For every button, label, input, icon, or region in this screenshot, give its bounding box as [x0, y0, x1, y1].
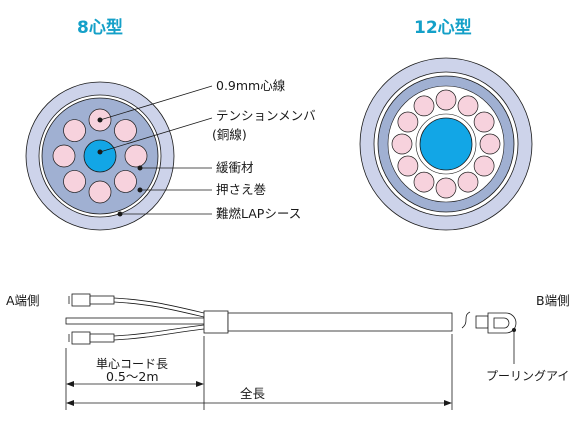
- fiber-8-core-3: [124, 144, 148, 168]
- label-tension-member: テンションメンバ: [216, 108, 316, 123]
- label-tension-member-material: (銅線): [212, 127, 247, 142]
- connector-a-top: [71, 293, 91, 307]
- fiber-12-core-2: [457, 95, 479, 117]
- leader-tension: [99, 117, 213, 153]
- tension-member-12: [419, 117, 473, 171]
- label-wrap: 押さえ巻: [216, 182, 267, 197]
- fiber-12-core-12: [413, 95, 435, 117]
- fibers-12: [391, 89, 501, 199]
- main-cable: [227, 312, 453, 332]
- connector-a-top-boot: [89, 295, 115, 305]
- label-single-cord-range: 0.5～2m: [106, 369, 159, 384]
- fiber-12-core-10: [391, 133, 413, 155]
- fiber-8-core-8: [63, 119, 86, 142]
- branch-boot: [203, 310, 229, 334]
- fiber-12-core-8: [413, 171, 435, 193]
- cross-section-8-core: 0.9mm心線 テンションメンバ (銅線) 緩衝材 押さえ巻 難燃LAPシース: [25, 78, 316, 231]
- title-8-core: 8心型: [77, 17, 123, 38]
- connector-a-bottom: [71, 331, 91, 345]
- fiber-12-core-3: [473, 111, 495, 133]
- tension-member-8: [83, 139, 117, 173]
- cable-side-view: [65, 293, 517, 410]
- fiber-12-core-4: [479, 133, 501, 155]
- label-fiber: 0.9mm心線: [216, 78, 286, 93]
- fiber-12-core-1: [435, 89, 457, 111]
- label-a-side: A端側: [6, 293, 40, 308]
- label-buffer: 緩衝材: [216, 160, 254, 175]
- fiber-8-core-7: [52, 144, 76, 168]
- fibers-8: [52, 108, 148, 204]
- fiber-12-core-5: [473, 155, 495, 177]
- label-single-cord-length: 単心コード長: [96, 357, 168, 371]
- label-total-length: 全長: [240, 386, 266, 401]
- label-sheath: 難燃LAPシース: [216, 206, 301, 221]
- connector-a-bottom-boot: [89, 333, 115, 343]
- fiber-12-core-7: [435, 177, 457, 199]
- fiber-8-core-2: [114, 119, 137, 142]
- cross-section-12-core: [359, 57, 533, 231]
- fiber-8-core-4: [114, 170, 137, 193]
- fiber-8-core-6: [63, 170, 86, 193]
- fiber-12-core-6: [457, 171, 479, 193]
- title-12-core: 12心型: [414, 17, 472, 38]
- fiber-12-core-9: [397, 155, 419, 177]
- fiber-8-core-5: [88, 180, 112, 204]
- leader-fiber: [99, 85, 213, 121]
- label-pulling-eye: プーリングアイ: [486, 369, 569, 383]
- fiber-12-core-11: [397, 111, 419, 133]
- label-b-side: B端側: [536, 293, 570, 308]
